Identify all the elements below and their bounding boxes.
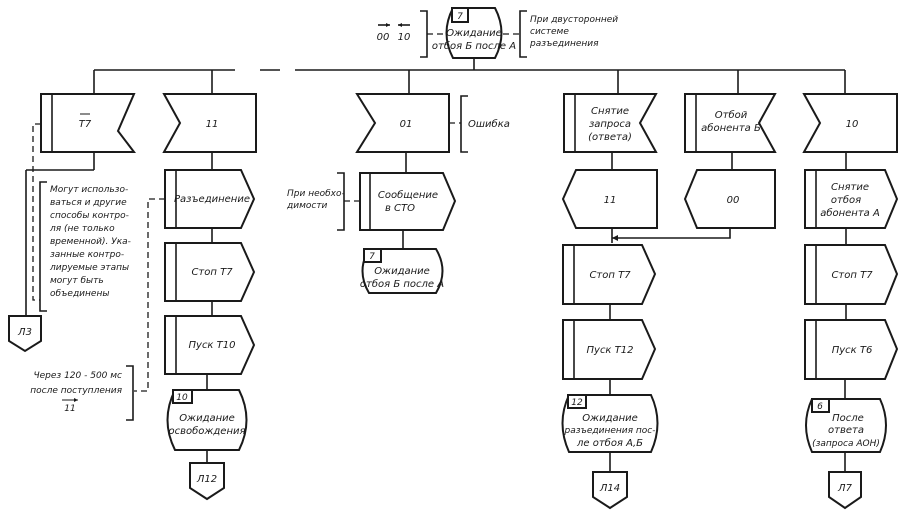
svg-text:6: 6 <box>817 402 823 412</box>
svg-text:запроса: запроса <box>589 119 631 130</box>
svg-text:11: 11 <box>206 119 219 130</box>
input-t7-label: T7 <box>79 119 92 130</box>
if-needed-note-line-1: При необхо- <box>287 189 345 199</box>
connector-l7: Л7 <box>828 471 862 510</box>
task-start-t12: Пуск T12 <box>562 319 657 380</box>
svg-text:объединены: объединены <box>50 289 109 299</box>
svg-text:могут быть: могут быть <box>50 276 104 286</box>
svg-text:11: 11 <box>64 404 75 414</box>
connector-l14: Л14 <box>592 471 628 510</box>
state-12: 12 Ожидание разъединения пос- ле отбоя А… <box>561 394 659 453</box>
connector-l3: Л3 <box>8 315 42 353</box>
top-state-number: 7 <box>457 12 463 22</box>
svg-text:Стоп T7: Стоп T7 <box>191 267 233 278</box>
svg-text:(запроса АОН): (запроса АОН) <box>812 439 880 449</box>
state-10: 10 Ожидание освобождения <box>166 389 248 451</box>
svg-text:7: 7 <box>369 252 375 262</box>
state-7-repeat: 7 Ожидание отбоя Б после А <box>360 248 444 294</box>
output-signal-00: 00 <box>683 169 776 229</box>
svg-text:01: 01 <box>400 119 413 130</box>
input-signal-release-b: Отбой абонента Б <box>684 93 777 153</box>
top-state-line-1: Ожидание <box>446 28 502 39</box>
svg-text:Разъединение: Разъединение <box>174 194 250 205</box>
top-right-note-line-3: разъединения <box>529 39 599 49</box>
svg-text:Ожидание: Ожидание <box>374 266 430 277</box>
svg-text:Пуск T6: Пуск T6 <box>832 345 873 356</box>
svg-text:(ответа): (ответа) <box>588 132 632 143</box>
signal-00-label: 00 <box>377 32 390 43</box>
svg-text:Стоп T7: Стоп T7 <box>831 270 873 281</box>
task-message-sto: Сообщение в СТО <box>359 172 457 231</box>
task-stop-t7: Стоп T7 <box>164 242 256 302</box>
top-state: 7 Ожидание отбоя Б после А <box>432 7 516 59</box>
svg-text:занные контро-: занные контро- <box>50 250 124 260</box>
t7-note: Могут использо- ваться и другие способы … <box>49 185 131 299</box>
t10-note: Через 120 - 500 мс после поступления 11 <box>30 371 122 414</box>
svg-text:временной). Ука-: временной). Ука- <box>50 237 131 247</box>
task-release-a: Снятие отбоя абонента А <box>804 169 899 229</box>
svg-text:ответа: ответа <box>828 425 864 436</box>
svg-text:разъединения пос-: разъединения пос- <box>564 426 656 436</box>
task-disconnect: Разъединение <box>164 169 256 229</box>
svg-text:Пуск T12: Пуск T12 <box>587 345 634 356</box>
input-signal-11: 11 <box>162 93 257 153</box>
output-signal-11: 11 <box>561 169 658 229</box>
svg-text:11: 11 <box>604 195 617 206</box>
svg-text:00: 00 <box>727 195 740 206</box>
svg-text:лируемые этапы: лируемые этапы <box>49 263 129 273</box>
error-note: Ошибка <box>468 118 510 130</box>
svg-text:Л12: Л12 <box>196 474 217 485</box>
svg-text:Снятие: Снятие <box>831 182 869 193</box>
svg-text:Стоп T7: Стоп T7 <box>589 270 631 281</box>
signal-10-label: 10 <box>398 32 411 43</box>
task-start-t10: Пуск T10 <box>164 315 256 375</box>
svg-text:отбоя: отбоя <box>831 194 861 206</box>
svg-text:12: 12 <box>571 398 583 408</box>
svg-text:10: 10 <box>846 119 859 130</box>
svg-text:абонента Б: абонента Б <box>701 122 761 134</box>
svg-text:абонента А: абонента А <box>820 207 880 219</box>
top-right-note-line-2: системе <box>530 27 569 37</box>
connector-l12: Л12 <box>189 462 225 501</box>
state-6: 6 После ответа (запроса АОН) <box>805 398 887 453</box>
svg-text:Через 120 - 500 мс: Через 120 - 500 мс <box>33 371 122 381</box>
task-start-t6: Пуск T6 <box>804 319 899 380</box>
svg-text:ле отбоя А,Б: ле отбоя А,Б <box>576 437 643 449</box>
svg-text:освобождения: освобождения <box>168 425 245 437</box>
svg-text:Снятие: Снятие <box>591 106 629 117</box>
top-right-note-line-1: При двусторонней <box>530 15 618 25</box>
svg-text:ля (не только: ля (не только <box>49 224 115 234</box>
svg-text:После: После <box>832 413 864 424</box>
svg-text:способы контро-: способы контро- <box>50 211 129 221</box>
task-stop-t7-b4: Стоп T7 <box>562 244 657 305</box>
task-stop-t7-b6: Стоп T7 <box>804 244 899 305</box>
svg-text:в СТО: в СТО <box>385 203 415 214</box>
svg-text:Л7: Л7 <box>837 483 853 494</box>
svg-text:после поступления: после поступления <box>30 386 122 396</box>
svg-text:Отбой: Отбой <box>715 109 748 121</box>
svg-text:Л3: Л3 <box>17 327 32 338</box>
svg-text:Ожидание: Ожидание <box>179 413 235 424</box>
svg-text:Л14: Л14 <box>599 483 620 494</box>
svg-text:Могут использо-: Могут использо- <box>50 185 128 195</box>
svg-text:ваться и другие: ваться и другие <box>50 198 127 208</box>
svg-text:Ожидание: Ожидание <box>582 413 638 424</box>
if-needed-note-line-2: димости <box>286 201 328 211</box>
svg-text:отбоя Б после А: отбоя Б после А <box>360 278 444 290</box>
svg-text:10: 10 <box>176 393 188 403</box>
svg-text:Пуск T10: Пуск T10 <box>189 340 236 351</box>
top-state-line-2: отбоя Б после А <box>432 40 516 52</box>
input-signal-01: 01 <box>355 93 450 153</box>
input-signal-t7: T7 <box>40 93 137 153</box>
input-signal-10: 10 <box>802 93 898 153</box>
top-left-note: 00 10 <box>377 23 411 43</box>
svg-text:Сообщение: Сообщение <box>378 189 438 201</box>
input-signal-release-request: Снятие запроса (ответа) <box>563 93 658 153</box>
